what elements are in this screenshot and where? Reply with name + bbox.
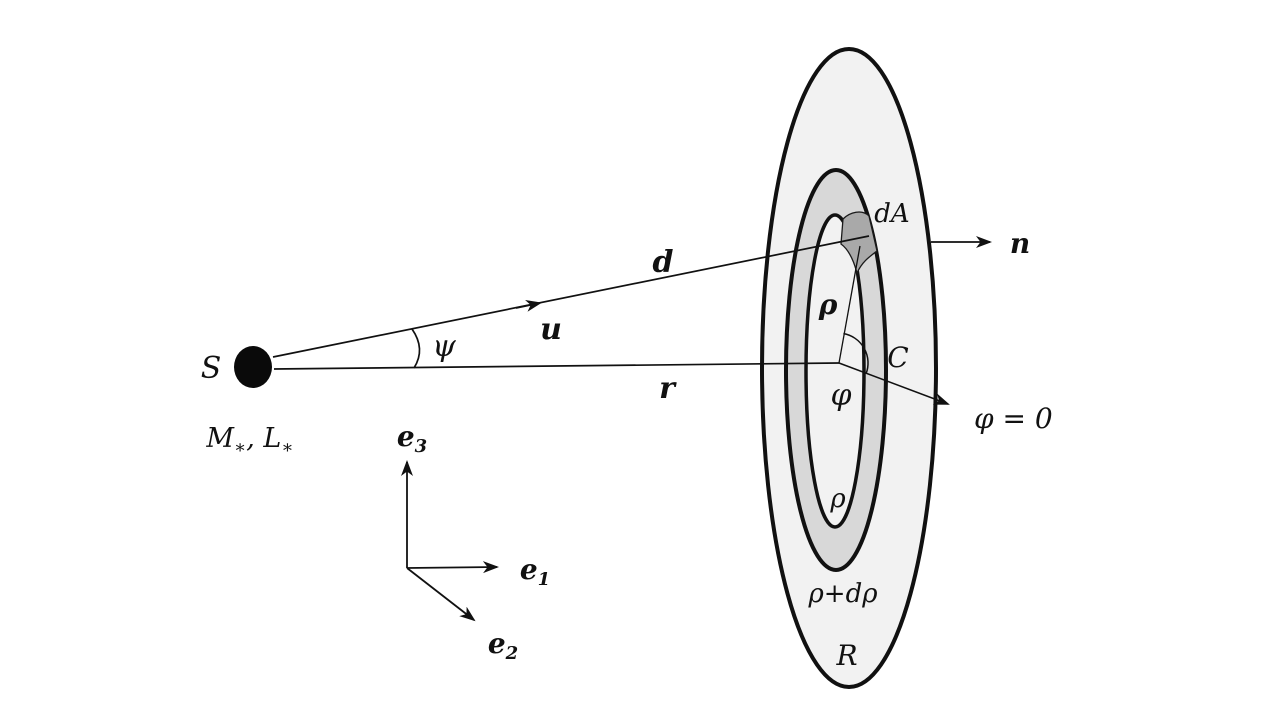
- phi-zero-arrow: [838, 362, 950, 405]
- label-disk-radius-R: R: [835, 639, 857, 672]
- label-center-C: C: [887, 341, 908, 374]
- label-mass-luminosity: M∗, L∗: [205, 423, 293, 458]
- label-vector-rho: ρ: [818, 288, 838, 321]
- disk-inner-ellipse: [804, 213, 866, 529]
- label-angle-psi: ψ: [432, 329, 456, 364]
- angle-psi-arc: [411, 328, 421, 369]
- vector-rho-line: [838, 245, 861, 364]
- label-axis-e3: e3: [397, 420, 427, 457]
- axis-e2-arrow: [406, 567, 476, 622]
- vector-u-arrow: [515, 299, 542, 312]
- label-vector-d: d: [653, 245, 674, 280]
- label-vector-u: u: [540, 312, 562, 347]
- label-area-dA: dA: [874, 199, 909, 229]
- area-element-patch: [840, 211, 878, 275]
- label-axis-e2: e2: [488, 627, 518, 664]
- label-rho-plus-drho: ρ+dρ: [808, 579, 879, 609]
- angle-phi-arc: [843, 332, 869, 374]
- axis-e1-arrow: [406, 561, 499, 574]
- star-circle: [234, 346, 272, 388]
- label-axis-e1: e1: [520, 553, 550, 590]
- label-vector-r: r: [659, 371, 677, 406]
- vector-d-line: [272, 235, 870, 358]
- vector-r-line: [273, 362, 840, 370]
- label-star-S: S: [201, 351, 222, 386]
- label-angle-phi: φ: [830, 378, 851, 413]
- label-inner-rho: ρ: [829, 484, 846, 514]
- label-phi-zero: φ = 0: [974, 402, 1053, 435]
- label-normal-n: n: [1010, 227, 1030, 260]
